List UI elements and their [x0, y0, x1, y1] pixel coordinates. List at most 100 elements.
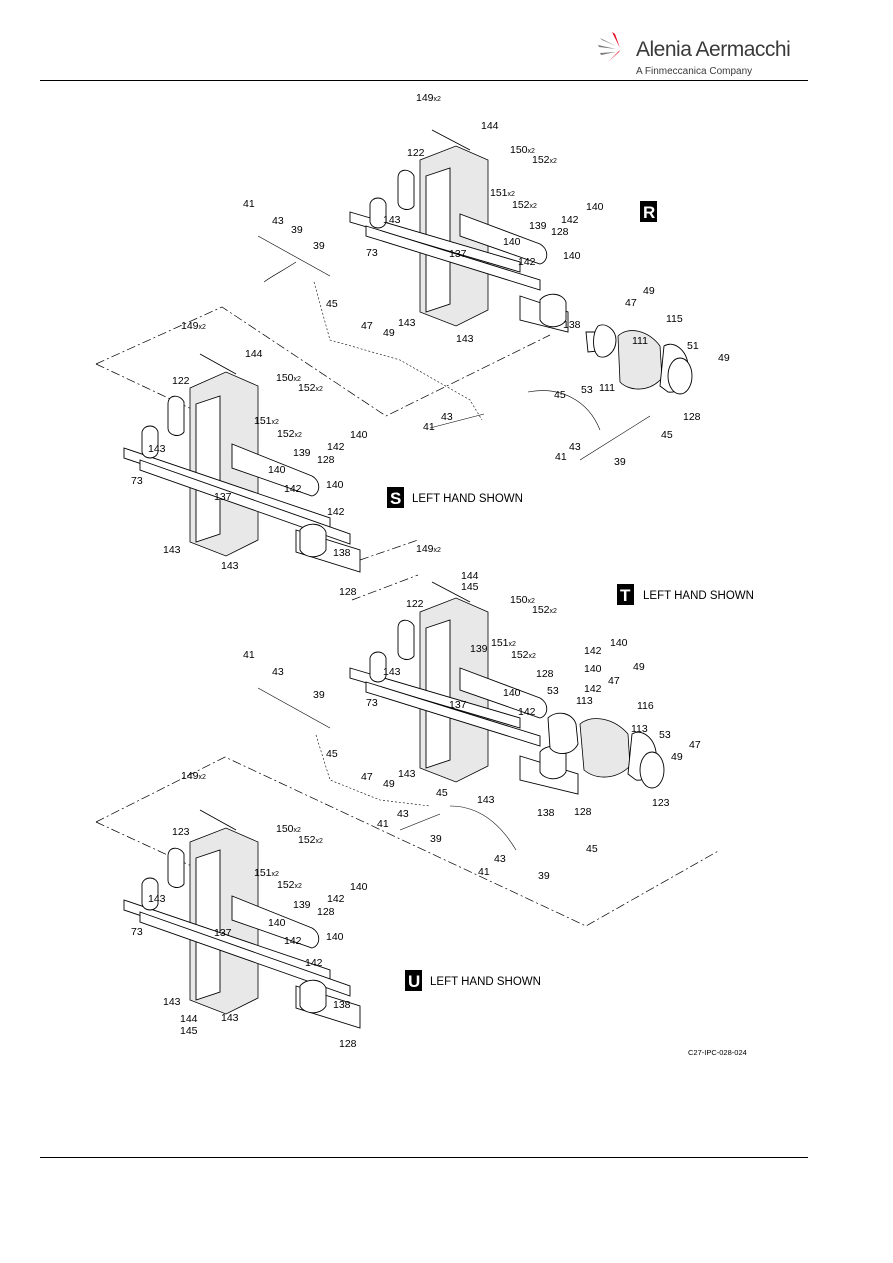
callout-s-143: 143	[148, 443, 166, 455]
view-u-assembly	[123, 809, 361, 1029]
callout-u-149: 149x2	[181, 770, 206, 782]
callout-u-152: 152x2	[277, 879, 302, 891]
callout-t-49: 49	[383, 778, 395, 790]
callout-quantity: x2	[530, 203, 538, 210]
view-r-badge	[640, 201, 657, 222]
callout-r-45: 45	[554, 389, 566, 401]
callout-s-143: 143	[221, 560, 239, 572]
callout-t-39: 39	[313, 689, 325, 701]
callout-s-73: 73	[131, 475, 143, 487]
callout-r-142: 142	[561, 214, 579, 226]
callout-r-51: 51	[687, 340, 699, 352]
callout-s-144: 144	[245, 348, 263, 360]
callout-u-73: 73	[131, 926, 143, 938]
callout-r-139: 139	[529, 220, 547, 232]
callout-r-111: 111	[599, 382, 615, 394]
callout-r-39: 39	[313, 240, 325, 252]
view-u-letter: U	[408, 972, 420, 991]
footer-rule	[40, 1157, 808, 1158]
callout-quantity: x2	[509, 641, 517, 648]
callout-t-47: 47	[608, 675, 620, 687]
callout-quantity: x2	[528, 148, 536, 155]
callout-u-144: 144	[180, 1013, 198, 1025]
callout-r-41: 41	[555, 451, 567, 463]
callout-quantity: x2	[316, 386, 324, 393]
callout-r-45: 45	[661, 429, 673, 441]
callout-r-122: 122	[407, 147, 425, 159]
callout-t-47: 47	[689, 739, 701, 751]
view-u-caption: LEFT HAND SHOWN	[430, 976, 541, 988]
callout-s-143: 143	[163, 544, 181, 556]
callout-quantity: x2	[294, 376, 302, 383]
callout-t-152: 152x2	[532, 604, 557, 616]
callout-u-128: 128	[339, 1038, 357, 1050]
callout-r-152: 152x2	[532, 154, 557, 166]
callout-r-115: 115	[666, 313, 683, 325]
callout-t-128: 128	[536, 668, 554, 680]
callout-t-39: 39	[538, 870, 550, 882]
callout-t-152: 152x2	[511, 649, 536, 661]
callout-r-47: 47	[361, 320, 373, 332]
callout-r-143: 143	[456, 333, 474, 345]
callout-r-49: 49	[643, 285, 655, 297]
callout-t-116: 116	[637, 700, 654, 712]
callout-r-39: 39	[614, 456, 626, 468]
view-t-badge	[617, 584, 634, 605]
callout-s-139: 139	[293, 447, 311, 459]
callout-r-137: 137	[449, 248, 467, 260]
callout-quantity: x2	[295, 883, 303, 890]
callout-r-140: 140	[503, 236, 521, 248]
callout-u-140: 140	[326, 931, 344, 943]
callout-t-53: 53	[659, 729, 671, 741]
callout-quantity: x2	[508, 191, 516, 198]
callout-t-45: 45	[586, 843, 598, 855]
callout-r-39: 39	[291, 224, 303, 236]
callout-quantity: x2	[272, 419, 280, 426]
callout-s-149: 149x2	[181, 320, 206, 332]
callout-t-139: 139	[470, 643, 488, 655]
callout-quantity: x2	[529, 653, 537, 660]
callout-s-138: 138	[333, 547, 351, 559]
callout-u-128: 128	[317, 906, 335, 918]
view-t-assembly	[257, 581, 665, 851]
callout-t-142: 142	[584, 683, 602, 695]
callout-u-123: 123	[172, 826, 190, 838]
callout-r-143: 143	[398, 317, 416, 329]
callout-t-140: 140	[584, 663, 602, 675]
view-s-label: S LEFT HAND SHOWN	[387, 487, 523, 508]
callout-r-43: 43	[569, 441, 581, 453]
callout-t-143: 143	[398, 768, 416, 780]
callout-r-151: 151x2	[490, 187, 515, 199]
callout-r-41: 41	[423, 421, 435, 433]
view-s-assembly	[123, 353, 361, 573]
callout-t-49: 49	[633, 661, 645, 673]
callout-t-43: 43	[272, 666, 284, 678]
callout-u-140: 140	[350, 881, 368, 893]
callout-quantity: x2	[434, 96, 442, 103]
callout-r-49: 49	[383, 327, 395, 339]
callout-t-49: 49	[671, 751, 683, 763]
callout-s-142: 142	[327, 506, 345, 518]
callout-t-41: 41	[243, 649, 255, 661]
callout-u-137: 137	[214, 927, 232, 939]
view-t-label: T LEFT HAND SHOWN	[617, 584, 754, 605]
callout-t-47: 47	[361, 771, 373, 783]
callout-t-138: 138	[537, 807, 555, 819]
callout-r-144: 144	[481, 120, 499, 132]
callout-s-140: 140	[268, 464, 286, 476]
callout-t-113: 113	[631, 723, 648, 735]
callout-t-144: 144	[461, 570, 479, 582]
callout-u-143: 143	[221, 1012, 239, 1024]
callout-r-143: 143	[383, 214, 401, 226]
callout-t-142: 142	[584, 645, 602, 657]
callout-r-41: 41	[243, 198, 255, 210]
callout-t-45: 45	[326, 748, 338, 760]
callout-s-128: 128	[339, 586, 357, 598]
callout-r-149: 149x2	[416, 92, 441, 104]
callout-u-142: 142	[305, 957, 323, 969]
figure-id: C27-IPC-028-024	[688, 1048, 747, 1057]
callout-t-123: 123	[652, 797, 670, 809]
view-s-letter: S	[390, 489, 401, 508]
callout-t-143: 143	[477, 794, 495, 806]
